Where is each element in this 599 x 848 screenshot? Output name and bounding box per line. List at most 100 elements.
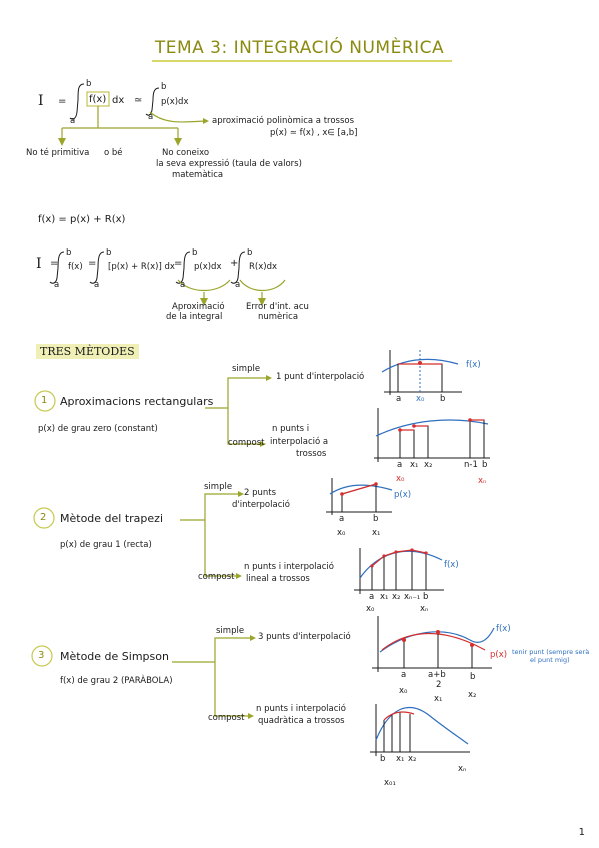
integral-sign-6 [230,251,246,284]
method-2-degree: p(x) de grau 1 (recta) [60,540,152,550]
method-3-degree: f(x) de grau 2 (PARÀBOLA) [60,676,173,686]
g4-a-label: a [369,592,375,602]
method-2-simple-desc-1: 2 punts [244,488,277,498]
integral-sign-2 [145,87,160,116]
decomp-line1: f(x) = p(x) + R(x) [38,214,126,225]
graph-simpson-composite [370,704,470,756]
g5-fx-label: f(x) [496,624,511,634]
intro-fx-boxed: f(x) [89,94,107,105]
g2-b-label: b [482,460,488,470]
intro-or: o bé [104,148,123,158]
g2-x0-label: x₀ [396,474,405,484]
decomp-lim-b2: b [106,248,112,258]
decomp-lim-a1: a [54,280,60,290]
decomp-plus: + [230,258,239,269]
decomp-I: I [36,256,42,272]
graph-trap-simple [326,478,393,515]
decomp-bracket: [p(x) + R(x)] dx [108,262,175,272]
g6-x2-label: x₂ [408,754,417,764]
g5-px-label: p(x) [490,650,508,660]
method-1-simple-label: simple [232,364,261,374]
g5-x2-label: x₂ [468,690,477,700]
method-2-simple-label: simple [204,482,233,492]
decomp-r-dx: R(x)dx [249,262,277,272]
decomp-arc-1 [177,279,231,291]
g2-n1-label: n-1 [464,460,478,470]
g5-mid-label: a+b [428,670,446,680]
method-3-branches [172,637,252,717]
method-1-composite-label: compost [228,438,265,448]
decomp-eq1: = [50,258,59,269]
g5-x1-label: x₁ [434,694,443,704]
g1-x0-label: x₀ [416,394,425,404]
method-3-simple-desc: 3 punts d'interpolació [258,632,351,642]
intro-pxdx: p(x)dx [161,97,189,107]
g4-xn-label: xₙ [420,604,429,614]
decomp-lim-b1: b [66,248,72,258]
decomp-lim-b4: b [247,248,253,258]
g3-a-label: a [339,514,345,524]
method-1-composite-desc-1: n punts i [272,424,310,434]
method-3-circle [31,645,53,667]
g6-b-label: b [380,754,386,764]
g2-xn-label: xₙ [478,476,487,486]
g5-b-label: b [470,672,476,682]
intro-no-primitive: No té primitiva [26,148,90,158]
g5-note-2: el punt mig) [530,656,570,664]
graph-rect-composite [374,408,490,462]
method-3-composite-desc-1: n punts i interpolació [256,704,346,714]
g6-xn-label: xₙ [458,764,467,774]
g4-x2-label: x₂ [392,592,401,602]
decomp-arc-2 [239,279,286,292]
g6-x0-label: x₀₁ [384,778,396,788]
intro-no-expression-1: No coneixo [162,148,210,158]
intro-arrow-tree [61,106,179,140]
g3-px-label: p(x) [394,490,412,500]
intro-I: I [38,93,44,109]
decomp-lim-a2: a [94,280,100,290]
method-2-circle [33,507,55,529]
g1-fx-label: f(x) [466,360,481,370]
integral-sign-4 [89,251,105,284]
method-2-composite-desc-1: n punts i interpolació [244,562,334,572]
method-2-name: Mètode del trapezi [60,512,164,525]
intro-lim-a2: a [148,112,154,122]
title-underline [152,60,452,62]
g4-fx-label: f(x) [444,560,459,570]
decomp-f-dx: f(x) [68,262,83,272]
intro-approx: ≃ [134,95,143,106]
method-3-composite-label: compost [208,713,245,723]
method-1-name: Aproximacions rectangulars [60,395,214,408]
method-3-simple-label: simple [216,626,245,636]
g3-b-label: b [373,514,379,524]
method-2-composite-label: compost [198,572,235,582]
intro-approx-note-2: p(x) ≃ f(x) , x∈ [a,b] [270,128,358,138]
intro-lim-b2: b [161,82,167,92]
decomp-label-aprox-1: Aproximació [172,302,225,312]
decomp-label-error-2: numèrica [258,312,299,322]
method-1-circle [34,390,56,412]
method-3-num: 3 [38,650,45,661]
decomp-lim-a3: a [180,280,186,290]
g1-a-label: a [396,394,402,404]
g3-x1-label: x₁ [372,528,381,538]
method-1-degree: p(x) de grau zero (constant) [38,424,158,434]
g4-xn1-label: xₙ₋₁ [404,592,421,602]
g2-x2-label: x₂ [424,460,433,470]
intro-approx-note-1: aproximació polinòmica a trossos [212,116,355,126]
integral-sign-5 [175,251,191,284]
g4-x0-label: x₀ [366,604,375,614]
integral-sign-3 [49,251,65,284]
method-2-branches [180,493,240,577]
method-1-simple-desc: 1 punt d'interpolació [276,372,365,382]
method-1-composite-desc-3: trossos [296,449,327,459]
page-number: 1 [578,827,585,838]
intro-arrow-approx [149,111,206,123]
method-2-num: 2 [40,512,47,523]
g5-a-label: a [401,670,407,680]
g4-x1-label: x₁ [380,592,389,602]
g3-x0-label: x₀ [337,528,346,538]
intro-lim-a1: a [70,116,76,126]
intro-no-expression-2: la seva expressió (taula de valors) [156,159,302,169]
